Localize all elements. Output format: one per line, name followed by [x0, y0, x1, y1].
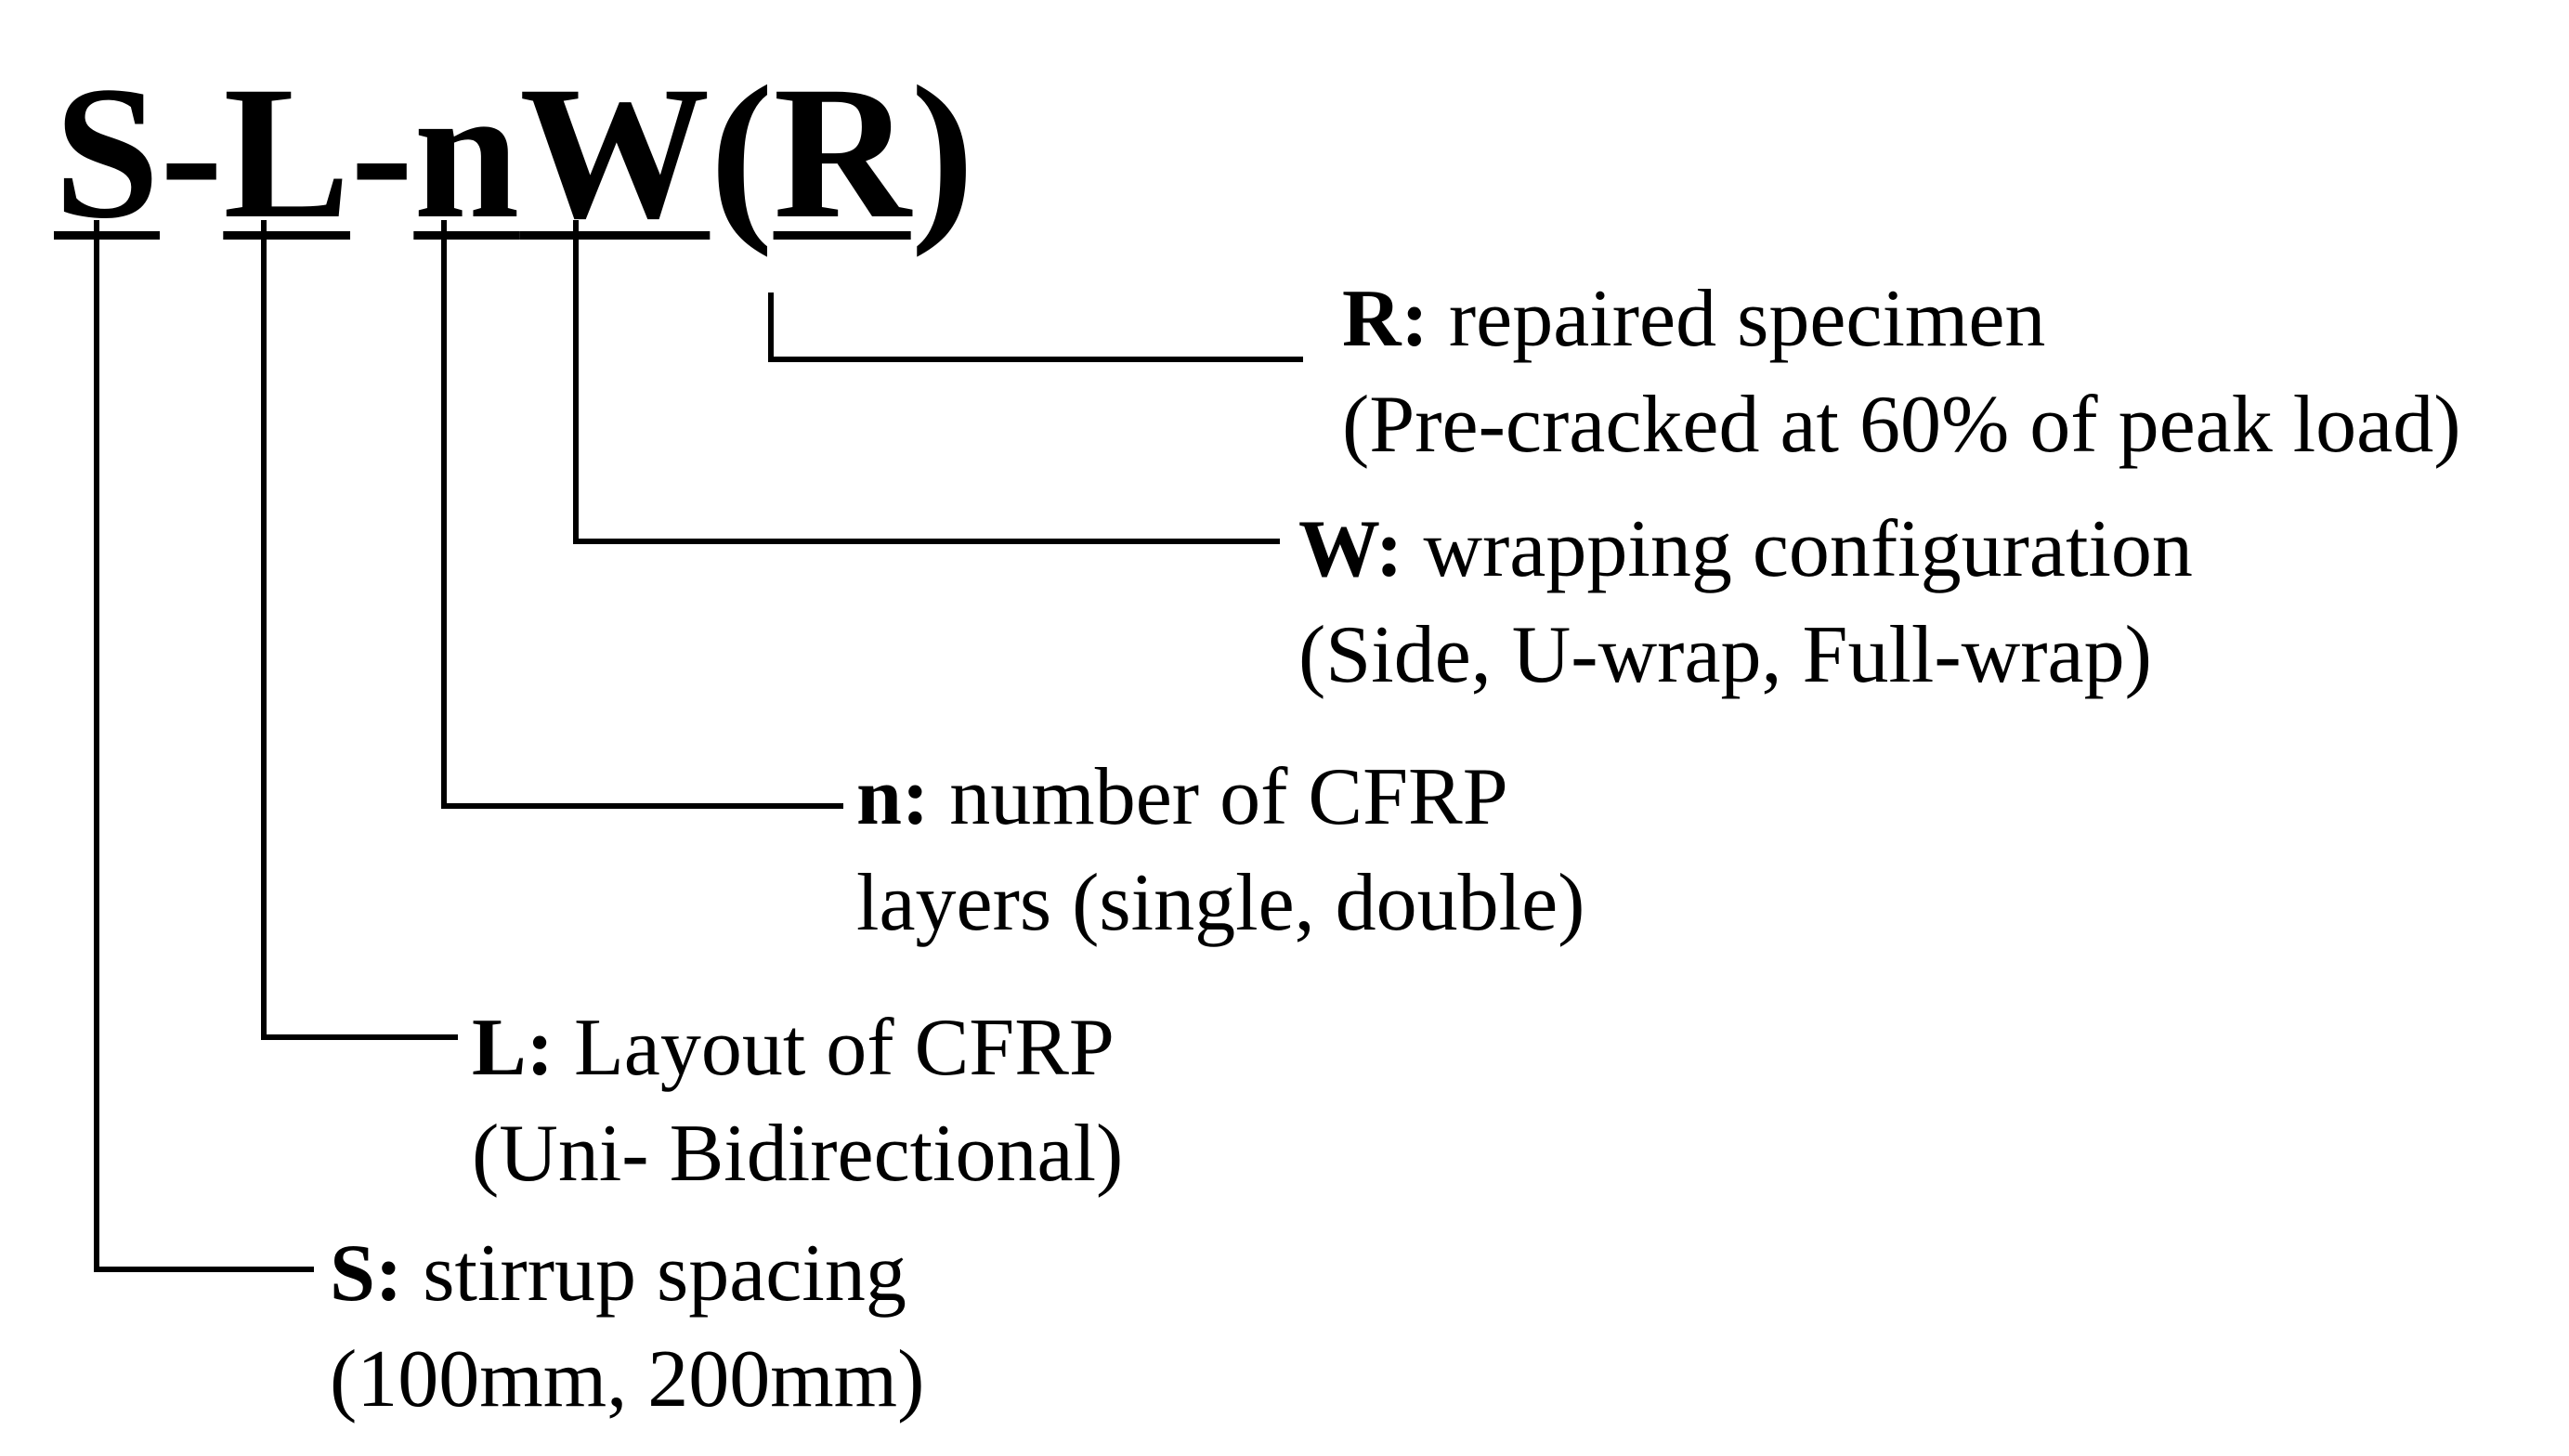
label-W-key: W:: [1298, 504, 1403, 594]
label-R-key: R:: [1342, 274, 1428, 364]
label-S-text: stirrup spacing: [402, 1228, 906, 1319]
label-S-key: S:: [330, 1228, 403, 1319]
label-W-detail: (Side, U-wrap, Full-wrap): [1298, 610, 2152, 700]
code-separator-1: -: [160, 47, 224, 258]
label-W: W: wrapping configuration (Side, U-wrap,…: [1298, 509, 2193, 721]
code-open-paren: (: [710, 47, 774, 258]
leader-line-R: [768, 292, 1303, 362]
label-n: n: number of CFRP layers (single, double…: [856, 757, 1584, 968]
label-S: S: stirrup spacing (100mm, 200mm): [330, 1233, 924, 1445]
code-R: R: [773, 47, 911, 258]
label-L-detail: (Uni- Bidirectional): [472, 1109, 1124, 1199]
leader-line-L: [261, 220, 458, 1040]
label-S-detail: (100mm, 200mm): [330, 1334, 925, 1424]
label-n-key: n:: [856, 752, 930, 842]
label-R-text: repaired specimen: [1428, 274, 2046, 364]
leader-line-W: [573, 220, 1280, 544]
code-n: n: [413, 47, 520, 258]
code-S: S: [54, 47, 161, 258]
code-nW: nW: [413, 47, 710, 258]
label-n-text: number of CFRP: [929, 752, 1508, 842]
label-L-key: L:: [472, 1003, 554, 1093]
leader-line-S: [94, 220, 314, 1272]
label-L: L: Layout of CFRP (Uni- Bidirectional): [472, 1008, 1123, 1219]
code-separator-2: -: [350, 47, 414, 258]
specimen-designation-code: S-L-nW(R): [54, 58, 974, 248]
label-L-text: Layout of CFRP: [554, 1003, 1115, 1093]
label-W-text: wrapping configuration: [1402, 504, 2193, 594]
code-L: L: [223, 47, 351, 258]
label-R-detail: (Pre-cracked at 60% of peak load): [1342, 380, 2461, 470]
code-W: W: [519, 47, 711, 258]
code-close-paren: ): [910, 47, 974, 258]
leader-line-n: [441, 220, 843, 809]
label-R: R: repaired specimen (Pre-cracked at 60%…: [1342, 279, 2461, 490]
label-n-detail: layers (single, double): [856, 858, 1585, 948]
